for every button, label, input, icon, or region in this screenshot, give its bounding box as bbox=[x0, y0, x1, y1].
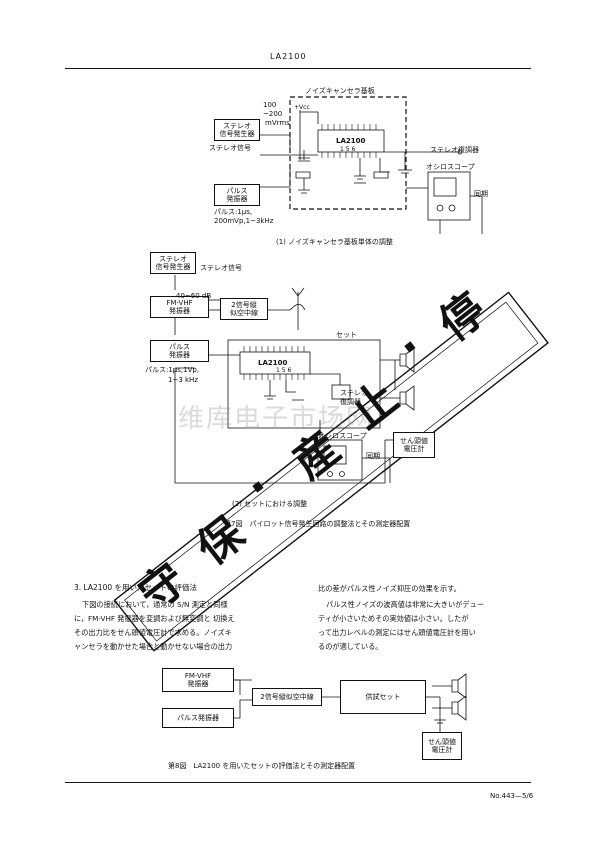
dummy-antenna-2: 2信号縦似空中線 bbox=[252, 688, 322, 706]
fig8-caption: 第8図 LA2100 を用いたセットの評価法とその測定器配置 bbox=[168, 762, 356, 770]
left-line: その出力比をせん頭値電圧計で求める。ノイズキ bbox=[74, 628, 232, 637]
stereo-signal-generator-1: ステレオ信号発生器 bbox=[214, 119, 260, 141]
set-under-test: 供試セット bbox=[340, 680, 426, 714]
stereo-demod-label-2b: 復調器 bbox=[340, 398, 361, 406]
stereo-signal-generator-2: ステレオ信号発生器 bbox=[150, 252, 196, 274]
oscilloscope-label-2: オシロスコープ bbox=[318, 432, 367, 440]
db-label: 40~60 dB bbox=[176, 292, 212, 300]
pulse-spec-4: 1~3 kHz bbox=[168, 376, 198, 384]
ic-pins-2: 1 5 6 bbox=[276, 367, 292, 374]
section3-heading: 3. LA2100 を用いたセットの評価法 bbox=[74, 583, 197, 592]
set-label: セット bbox=[336, 331, 357, 339]
page-code: No.443—5/6 bbox=[490, 792, 534, 800]
header-rule bbox=[65, 68, 531, 69]
vcc-label: +Vcc bbox=[294, 104, 310, 111]
stereo-demod-label-2a: ステレオ bbox=[340, 389, 368, 397]
left-line: ャンセラを動かせた場合と動かせない場合の出力 bbox=[74, 642, 233, 651]
oscilloscope-label-1: オシロスコープ bbox=[426, 163, 475, 171]
sync-label-1: 同期 bbox=[474, 190, 488, 198]
left-line: 下図の接続において，通常の S/N 測定と同様 bbox=[82, 600, 228, 609]
right-line: って出力レベルの測定にはせん頭値電圧計を用い bbox=[318, 628, 476, 637]
fig7-1-caption: (1) ノイズキャンセラ基板単体の調整 bbox=[276, 238, 393, 246]
level-100: 100 bbox=[263, 101, 277, 109]
ic-pins-1: 1 5 6 bbox=[340, 146, 356, 153]
pulse-generator-2: パルス発振器 bbox=[150, 340, 209, 362]
right-line: るのが適している。 bbox=[318, 642, 383, 651]
pulse-spec-1: パルス:1μs, bbox=[214, 208, 253, 216]
left-line: に，FM-VHF 発振器を変調および無変調と 切換え bbox=[74, 614, 235, 623]
ic-label-1: LA2100 bbox=[336, 137, 366, 145]
pulse-generator-3: パルス発振器 bbox=[162, 708, 234, 728]
dummy-antenna-1: 2信号縦似空中線 bbox=[220, 298, 268, 320]
ic-body-1 bbox=[317, 129, 385, 153]
footer-rule bbox=[65, 782, 531, 783]
sync-label-2: 同期 bbox=[366, 452, 380, 460]
pulse-spec-3: パルス:1μs,1Vp, bbox=[145, 366, 200, 374]
fig7-2-caption: (2) セットにおける調整 bbox=[232, 500, 308, 508]
ic-label-2: LA2100 bbox=[258, 359, 288, 367]
level-200: ~200 bbox=[263, 110, 283, 118]
board-title: ノイズキャンセラ基板 bbox=[305, 87, 375, 95]
ic-body-2 bbox=[239, 351, 311, 375]
stereo-signal-label-2: ステレオ信号 bbox=[200, 264, 242, 272]
set-outline bbox=[227, 339, 381, 429]
right-line: 比の差がパルス性ノイズ抑圧の効果を示す。 bbox=[318, 584, 461, 593]
peak-voltmeter-1: せん頭値電圧計 bbox=[393, 432, 435, 458]
stereo-signal-label-1: ステレオ信号 bbox=[209, 144, 251, 152]
right-line: ティが小さいためその実効値は小さい。したが bbox=[318, 614, 469, 623]
pulse-spec-2: 200mVp,1~3kHz bbox=[214, 217, 274, 225]
page-title: LA2100 bbox=[270, 52, 307, 61]
fig7-caption: 第7図 パイロット信号発生回路の調整法とその測定器配置 bbox=[224, 520, 411, 528]
right-line: パルス性ノイズの波高値は非常に大きいがデュー bbox=[326, 600, 484, 609]
board-outline bbox=[289, 96, 407, 210]
peak-voltmeter-2: せん頭値電圧計 bbox=[422, 732, 462, 760]
level-unit: mVrms bbox=[265, 119, 290, 127]
pulse-generator-1: パルス発振器 bbox=[214, 184, 260, 206]
site-watermark: 维库电子市场网 bbox=[178, 404, 375, 434]
stereo-demod-label-1: ステレオ復調器 bbox=[430, 146, 479, 154]
